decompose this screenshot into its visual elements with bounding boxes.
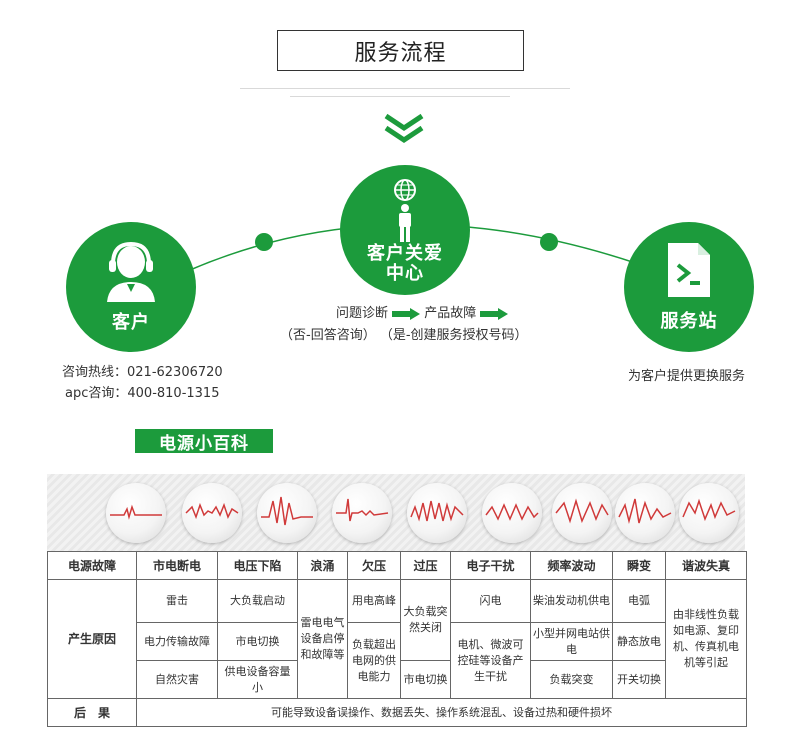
waveform-harmonic [679,483,739,543]
table-cell: 开关切换 [612,660,666,699]
waveform-overvoltage [407,483,467,543]
page-title-text: 服务流程 [354,40,447,66]
table-cell: 自然灾害 [136,660,218,699]
waveform-outage [106,483,166,543]
table-cell: 大负载突然关闭 [400,579,451,661]
header-result: 后 果 [47,698,137,727]
headset-person-icon [107,241,155,302]
waveform-surge [257,483,317,543]
page-title: 服务流程 [277,30,524,71]
waveform-sag [182,483,242,543]
terminal-document-icon [668,243,710,297]
note-no: （否-回答咨询） [280,328,376,343]
table-cell: 负载超出电网的供电能力 [347,622,401,699]
knowledge-banner: 电源小百科 [135,429,273,454]
service-station-node: 服务站 [624,222,754,352]
table-row: 电力传输故障 市电切换 负载超出电网的供电能力 电机、微波可控硅等设备产生干扰 … [48,622,747,699]
waveform-frequency [552,483,612,543]
note-yes: （是-创建服务授权号码） [379,328,528,343]
table-row: 后 果 可能导致设备误操作、数据丢失、操作系统混乱、设备过热和硬件损坏 [47,698,747,727]
table-cell: 电弧 [612,579,666,623]
diagnosis-steps: 问题诊断 产品故障 [336,303,509,324]
flow-dot [540,233,558,251]
col-header: 谐波失真 [665,551,747,580]
care-center-label-2: 中心 [386,263,424,284]
waveform-strip [47,474,745,551]
table-cell: 用电高峰 [347,579,401,623]
arrow-right-icon [392,307,421,320]
service-station-label: 服务站 [660,311,718,332]
header-cause: 产生原因 [47,579,137,699]
table-cell: 电机、微波可控硅等设备产生干扰 [450,622,531,699]
waveform-noise [482,483,542,543]
table-cell: 闪电 [450,579,531,623]
header-fault: 电源故障 [47,551,137,580]
table-row: 产生原因 雷击 大负载启动 雷电电气设备启停和故障等 用电高峰 大负载突然关闭 … [47,579,747,699]
service-station-desc: 为客户提供更换服务 [628,369,746,384]
divider [290,96,510,97]
table-cell: 雷击 [136,579,218,623]
apc-label: apc咨询： [65,386,128,401]
col-header: 频率波动 [530,551,613,580]
col-header: 电压下陷 [217,551,298,580]
table-row: 电源故障 市电断电 电压下陷 浪涌 欠压 过压 电子干扰 频率波动 瞬变 谐波失… [47,551,747,580]
arrow-right-icon [480,307,509,320]
care-center-label-1: 客户关爱 [367,243,443,264]
table-cell: 大负载启动 [217,579,298,623]
table-cell: 雷电电气设备启停和故障等 [297,579,348,699]
col-header: 欠压 [347,551,401,580]
hotline-label: 咨询热线： [62,365,128,380]
care-center-node: 客户关爱 中心 [340,165,470,295]
col-header: 电子干扰 [450,551,531,580]
step-diagnosis: 问题诊断 [336,306,389,321]
table-cell: 供电设备容量小 [217,660,298,699]
step-product-fault: 产品故障 [424,306,477,321]
table-cell-result: 可能导致设备误操作、数据丢失、操作系统混乱、设备过热和硬件损坏 [136,698,747,727]
apc-number: 400-810-1315 [127,386,220,401]
col-header: 浪涌 [297,551,348,580]
table-cell: 小型并网电站供电 [530,622,613,661]
hotline-line: 咨询热线：021-62306720 [62,362,223,383]
col-header: 市电断电 [136,551,218,580]
double-chevron-down-icon [384,113,424,144]
table-cell: 由非线性负载如电源、复印机、传真机电机等引起 [665,579,747,699]
divider [240,88,570,89]
power-fault-table: 电源故障 市电断电 电压下陷 浪涌 欠压 过压 电子干扰 频率波动 瞬变 谐波失… [47,551,747,727]
customer-label: 客户 [112,312,150,333]
table-cell: 静态放电 [612,622,666,661]
flow-dot [255,233,273,251]
table-cell: 柴油发动机供电 [530,579,613,623]
waveform-transient [615,483,675,543]
diagnosis-notes: （否-回答咨询） （是-创建服务授权号码） [280,325,528,346]
customer-node: 客户 [66,222,196,352]
hotline-number: 021-62306720 [127,365,223,380]
apc-line: apc咨询：400-810-1315 [65,383,219,404]
table-cell: 市电切换 [400,660,451,699]
col-header: 过压 [400,551,451,580]
table-row: 自然灾害 供电设备容量小 市电切换 负载突变 开关切换 [48,660,747,699]
col-header: 瞬变 [612,551,666,580]
table-cell: 电力传输故障 [136,622,218,661]
waveform-undervoltage [332,483,392,543]
globe-person-icon [394,179,416,242]
table-cell: 负载突变 [530,660,613,699]
table-cell: 市电切换 [217,622,298,661]
